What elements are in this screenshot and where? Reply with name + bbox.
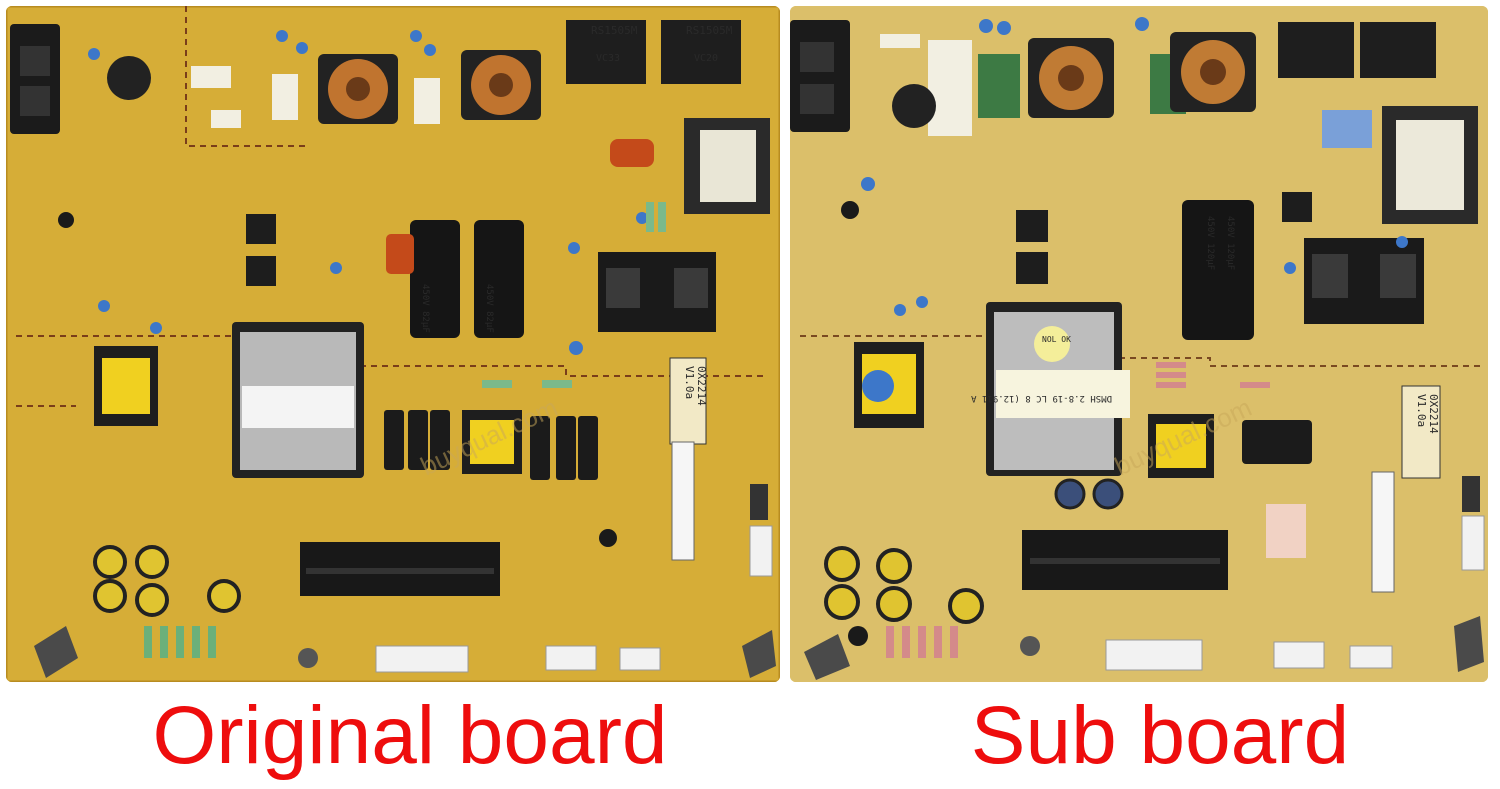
- svg-text:DMSH 2.8-19 LC 8 (12.911 A: DMSH 2.8-19 LC 8 (12.911 A: [971, 393, 1112, 403]
- original-board-photo: RS1505M VC33 RS1505M VC20 450V 82µF 450V…: [6, 6, 780, 682]
- main-transformer: [232, 322, 364, 478]
- sub-common-mode-choke-2: [1170, 32, 1256, 112]
- svg-text:450V 82µF: 450V 82µF: [484, 284, 494, 333]
- svg-text:0X2214: 0X2214: [695, 366, 708, 406]
- ac-input-connector: [10, 24, 60, 134]
- secondary-heatsink: [300, 542, 500, 596]
- bridge-rectifier-2: RS1505M VC20: [661, 20, 741, 84]
- svg-text:NOL OK: NOL OK: [1042, 335, 1071, 344]
- svg-text:0X2214: 0X2214: [1427, 394, 1440, 434]
- version-label: V1.0a 0X2214: [669, 357, 708, 445]
- bulk-capacitors: 450V 82µF 450V 82µF: [410, 220, 524, 338]
- sub-common-mode-choke-1: [1028, 38, 1114, 118]
- sub-bulk-capacitors: 450V 120µF 450V 120µF: [1182, 200, 1254, 340]
- svg-text:RS1505M: RS1505M: [591, 24, 638, 37]
- common-mode-choke-2: [461, 50, 541, 120]
- svg-text:450V 82µF: 450V 82µF: [420, 284, 430, 333]
- svg-text:450V 120µF: 450V 120µF: [1225, 216, 1235, 270]
- sub-version-label: V1.0a 0X2214: [1401, 385, 1441, 479]
- original-board-caption: Original board: [152, 690, 668, 781]
- svg-text:450V 120µF: 450V 120µF: [1205, 216, 1215, 270]
- sub-board-photo: 450V 120µF 450V 120µF DMSH 2.8-19 LC 8 (…: [790, 6, 1488, 682]
- common-mode-choke-1: [318, 54, 398, 124]
- svg-text:V1.0a: V1.0a: [1415, 394, 1428, 427]
- svg-text:VC33: VC33: [596, 53, 620, 64]
- svg-text:RS1505M: RS1505M: [686, 24, 733, 37]
- bridge-rectifier-1: RS1505M VC33: [566, 20, 646, 84]
- svg-text:VC20: VC20: [694, 53, 718, 64]
- sub-board-caption: Sub board: [970, 690, 1350, 781]
- sub-main-transformer: DMSH 2.8-19 LC 8 (12.911 A NOL OK: [971, 302, 1130, 476]
- svg-text:V1.0a: V1.0a: [683, 366, 696, 399]
